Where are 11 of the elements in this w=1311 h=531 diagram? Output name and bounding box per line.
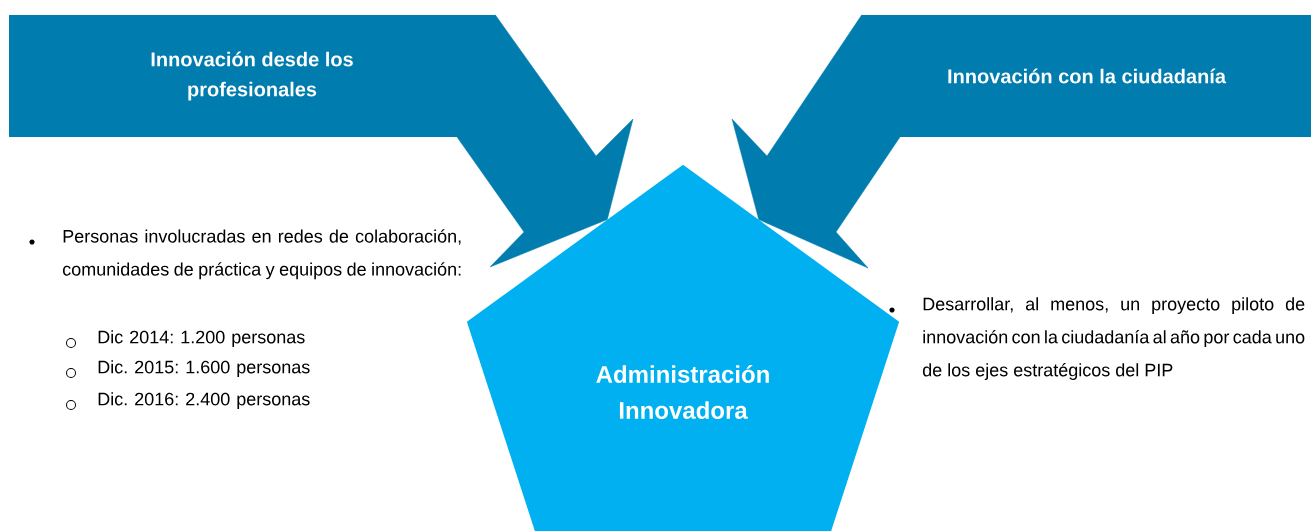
pentagon: Administración Innovadora [466,164,900,531]
arrow [456,14,634,268]
arrow [731,14,901,269]
bullet-text: Dic 2014: 1.200 personas [98,330,305,347]
node-label: Innovación con la ciudadanía [948,68,1227,84]
arrow-band: Innovación con la ciudadanía [862,15,1311,137]
bullet-text: Desarrollar, al menos, un proyecto piloto de innovación con la ciudadanía al año por cada uno de los ejes estratégicos del PIP [922,297,1305,380]
bullet-text: Dic. 2015: 1.600 personas [98,360,310,377]
arrow-band: Innovación desde los profesionales [9,15,495,137]
node-label: Innovación desde los profesionales [151,51,353,101]
bullet-text: Dic. 2016: 2.400 personas [98,392,310,409]
